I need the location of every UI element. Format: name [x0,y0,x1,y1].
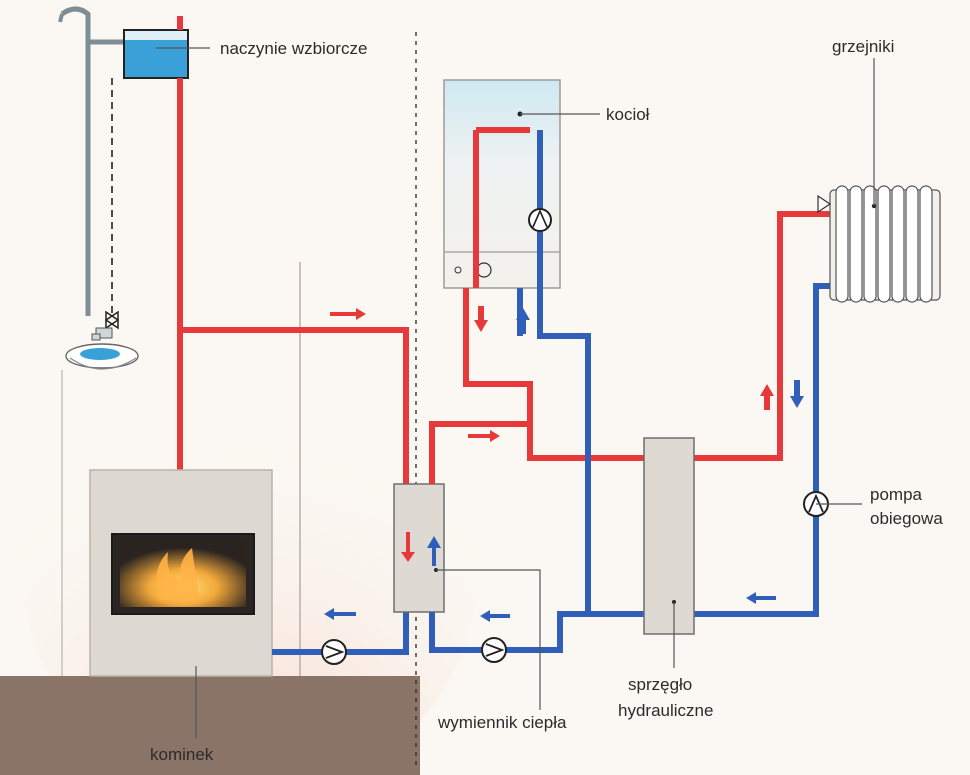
fireplace-return-pipe [272,612,409,655]
label-circulation-pump-line2: obiegowa [870,509,943,528]
sink-icon [65,343,139,370]
label-boiler: kocioł [606,105,650,124]
label-circulation-pump-line1: pompa [870,485,923,504]
label-radiators: grzejniki [832,37,894,56]
flow-arrow-icon [516,308,530,334]
hydraulic-coupling [643,437,695,635]
tap-icon [91,327,113,341]
pump-icon [528,208,552,232]
flow-arrow-icon [760,384,774,410]
flow-arrow-icon [474,306,488,332]
flow-arrow-icon [330,308,366,320]
boiler-supply-pipe [429,127,830,484]
heat-exchanger [393,483,445,613]
expansion-tank [123,29,189,79]
leader-lines [156,47,875,738]
water-supply-pipe [58,6,128,318]
pump-icon [481,637,507,663]
flow-arrow-icon [324,608,356,620]
valve-icon [104,310,120,330]
flow-arrow-icon [480,610,510,622]
flow-arrow-icon [746,592,776,604]
label-expansion-tank: naczynie wzbiorcze [220,39,367,58]
fire-flames [156,548,200,600]
label-hydraulic-coupling-line1: sprzęgło [628,675,692,694]
pump-icon [321,639,347,665]
flow-arrow-icon [468,430,500,442]
radiators [817,185,941,303]
flow-arrow-icon [790,380,804,408]
label-hydraulic-coupling-line2: hydrauliczne [618,701,713,720]
label-fireplace: kominek [150,745,214,764]
fireplace [89,469,273,677]
label-heat-exchanger: wymiennik ciepła [437,713,567,732]
boiler-return-pipe [429,130,834,653]
fireplace-supply-pipe [177,16,409,484]
floor [0,676,420,775]
